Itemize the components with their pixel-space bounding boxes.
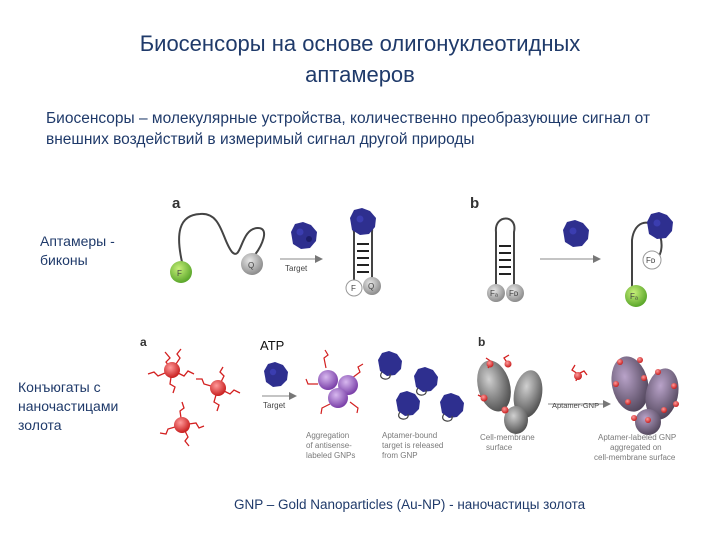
gnp-panel-a-letter: a [140, 335, 147, 349]
caption-labeled: Aptamer-labeled GNP aggregated on cell-m… [594, 433, 678, 462]
quencher-q-label: Q [248, 261, 254, 270]
beacon-b-target-icon [563, 220, 589, 247]
beacon-b-bound-target-icon [647, 212, 673, 239]
beacon-b-fa-label: Fₐ [490, 289, 499, 298]
beacon-panel-b: Fₐ Fᴅ Fᴅ Fₐ [487, 212, 673, 307]
caption-released: Aptamer-bound target is released from GN… [382, 431, 446, 460]
slide-title: Биосенсоры на основе олигонуклеотидных а… [0, 28, 720, 90]
bound-target-icon [350, 208, 376, 235]
released-target-group [378, 351, 464, 422]
atp-label: ATP [260, 338, 285, 353]
target-molecule-icon [291, 222, 317, 249]
caption-cell-line-2: surface [486, 443, 513, 452]
quencher-q [241, 253, 263, 275]
caption-cell-line-1: Cell-membrane [480, 433, 535, 442]
gnp-panel-b: Cell-membrane surface Aptamer-GNP Aptame… [477, 354, 679, 462]
beacons-label: Аптамеры - биконы [40, 232, 115, 270]
caption-released-line-2: target is released [382, 441, 443, 450]
definition-text: Биосенсоры – молекулярные устройства, ко… [46, 110, 651, 148]
beacons-label-line-2: биконы [40, 252, 88, 268]
beacon-b-fd-label: Fᴅ [509, 289, 519, 298]
beacons-label-line-1: Аптамеры - [40, 233, 115, 249]
gnp-panel-b-letter: b [478, 335, 486, 349]
caption-aggregation-line-3: labeled GNPs [306, 451, 355, 460]
gnp-panel-a: Target Aggregation of antisense- labeled… [147, 348, 464, 460]
gnp-label-line-1: Конъюгаты с [18, 379, 101, 395]
caption-aggregation-line-1: Aggregation [306, 431, 349, 440]
red-gnp-conjugate-2 [196, 366, 241, 412]
caption-released-line-1: Aptamer-bound [382, 431, 437, 440]
caption-labeled-line-2: aggregated on [610, 443, 662, 452]
beacons-panel-a-letter: a [172, 195, 181, 212]
caption-aggregation-line-2: of antisense- [306, 441, 352, 450]
gnp-a-target-label: Target [263, 401, 286, 410]
red-gnp-conjugate-1 [147, 348, 195, 394]
beacon-panel-a: F Q Target F Q [170, 208, 381, 297]
folded-f-label: F [351, 284, 356, 293]
title-line-2: аптамеров [305, 62, 415, 87]
beacon-b-open-fd-label: Fᴅ [646, 256, 656, 265]
caption-cell-membrane: Cell-membrane surface [480, 433, 537, 452]
beacons-panel-b-letter: b [470, 195, 480, 212]
gnp-label-line-2: наночастицами [18, 398, 119, 414]
gnp-label-line-3: золота [18, 417, 62, 433]
aptamer-gnp-icon [571, 364, 588, 382]
labeled-cells [611, 356, 679, 435]
title-line-1: Биосенсоры на основе олигонуклеотидных [139, 31, 581, 56]
fluorophore-f [170, 261, 192, 283]
folded-q-label: Q [368, 282, 374, 291]
plain-cells [477, 354, 543, 434]
caption-labeled-line-1: Aptamer-labeled GNP [598, 433, 676, 442]
caption-labeled-line-3: cell-membrane surface [594, 453, 676, 462]
caption-aggregation: Aggregation of antisense- labeled GNPs [306, 431, 355, 460]
gnp-target-icon [264, 362, 288, 387]
gnp-label: Конъюгаты с наночастицами золота [18, 378, 118, 435]
beacon-b-open-fa-label: Fₐ [630, 292, 639, 301]
fluorophore-f-label: F [177, 269, 182, 278]
caption-released-line-3: from GNP [382, 451, 418, 460]
footer-note: GNP – Gold Nanoparticles (Au-NP) - наноч… [234, 497, 586, 512]
aptamer-gnp-label: Aptamer-GNP [552, 401, 599, 410]
purple-gnp-aggregate [305, 349, 364, 415]
unfolded-aptamer-strand [178, 212, 266, 263]
beacon-a-target-label: Target [285, 264, 308, 273]
folded-aptamer-with-target: F Q [345, 208, 381, 297]
red-gnp-conjugate-3 [159, 401, 205, 447]
